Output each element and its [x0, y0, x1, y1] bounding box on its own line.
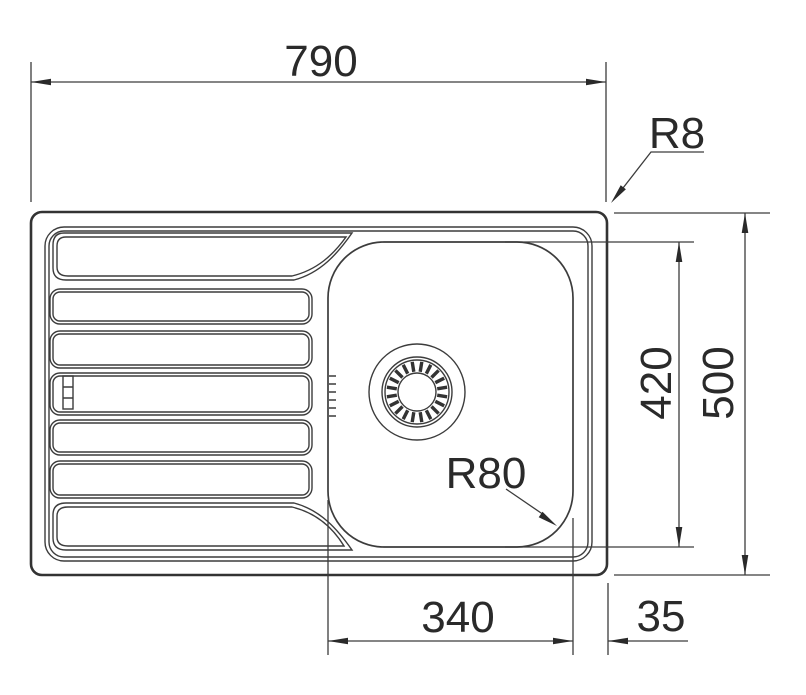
arrowhead-right: [553, 637, 573, 645]
extension-lines: [30, 62, 607, 202]
extension-lines: [614, 212, 770, 576]
dim-label-outer-corner-radius: R8: [649, 109, 705, 158]
dim-label-overall-depth: 500: [694, 346, 743, 419]
detail-box-dividers: [63, 386, 73, 399]
rib-outer: [49, 460, 313, 499]
arrowhead: [611, 185, 626, 203]
dimension-outer-corner-radius: R8: [611, 109, 705, 203]
rib-outer: [49, 288, 313, 325]
arrowhead-bottom: [675, 527, 683, 547]
arrowhead: [608, 637, 628, 645]
bowl: [327, 241, 574, 548]
extension-lines: [505, 241, 694, 548]
drain-center-hole: [397, 372, 437, 412]
drainer-rib-2: [49, 330, 313, 369]
leader-line: [505, 488, 545, 516]
extension-lines: [327, 500, 574, 655]
arrowhead-top: [741, 213, 749, 233]
dimension-bowl-depth: 420: [505, 241, 694, 548]
drainer-bottom-panel-inner: [56, 506, 346, 547]
rib-outer: [49, 330, 313, 369]
arrowhead-left: [328, 637, 348, 645]
rib-inner: [52, 422, 310, 453]
rib-inner: [52, 375, 310, 413]
dimension-overall-depth: 500: [614, 212, 770, 576]
dim-label-overall-width: 790: [284, 37, 357, 86]
arrowhead-bottom: [741, 555, 749, 575]
strainer-rim-outer: [381, 356, 453, 428]
arrowhead: [538, 511, 557, 526]
dim-label-right-rim-offset: 35: [637, 592, 686, 641]
arrowhead-right: [586, 78, 606, 86]
arrowhead-top: [675, 242, 683, 262]
sink-inner-rim-outer-line: [44, 226, 593, 562]
drain-outer-circle: [368, 343, 466, 441]
rib-inner: [52, 291, 310, 322]
dimension-bowl-width: 340: [327, 500, 574, 655]
drainboard: [49, 232, 354, 551]
dim-label-bowl-corner-radius: R80: [446, 449, 527, 498]
rib-inner: [52, 333, 310, 366]
drain-strainer: [368, 343, 466, 441]
drainer-rib-5: [49, 460, 313, 499]
dim-label-bowl-depth: 420: [632, 346, 681, 419]
dimension-overall-width: 790: [30, 37, 607, 202]
sink-inner-rim-inner-line: [48, 230, 589, 558]
drainer-rib-4: [49, 419, 313, 456]
rib-inner: [52, 463, 310, 496]
sink-outer-rim: [29, 210, 609, 577]
drainer-bottom-panel-outer: [52, 502, 354, 551]
rib-outer: [49, 419, 313, 456]
drainer-rib-1: [49, 288, 313, 325]
arrowhead-left: [31, 78, 51, 86]
strainer-rim-inner: [384, 359, 450, 425]
overflow-tick-marks: [329, 375, 336, 417]
drainer-detail-box: [62, 375, 74, 410]
dimension-right-rim-offset: 35: [607, 583, 688, 655]
rib-outer: [49, 372, 313, 416]
strainer-radial-slots: [386, 361, 448, 423]
sink-outline: [29, 210, 609, 577]
drainer-rib-3: [49, 372, 313, 416]
drainer-top-panel-inner: [56, 236, 348, 277]
detail-box-frame: [62, 375, 74, 410]
drainer-top-panel-outer: [52, 232, 354, 281]
leader-line: [615, 151, 704, 198]
dimension-bowl-corner-radius: R80: [446, 449, 557, 526]
dim-label-bowl-width: 340: [421, 593, 494, 642]
bowl-outline: [327, 241, 574, 548]
